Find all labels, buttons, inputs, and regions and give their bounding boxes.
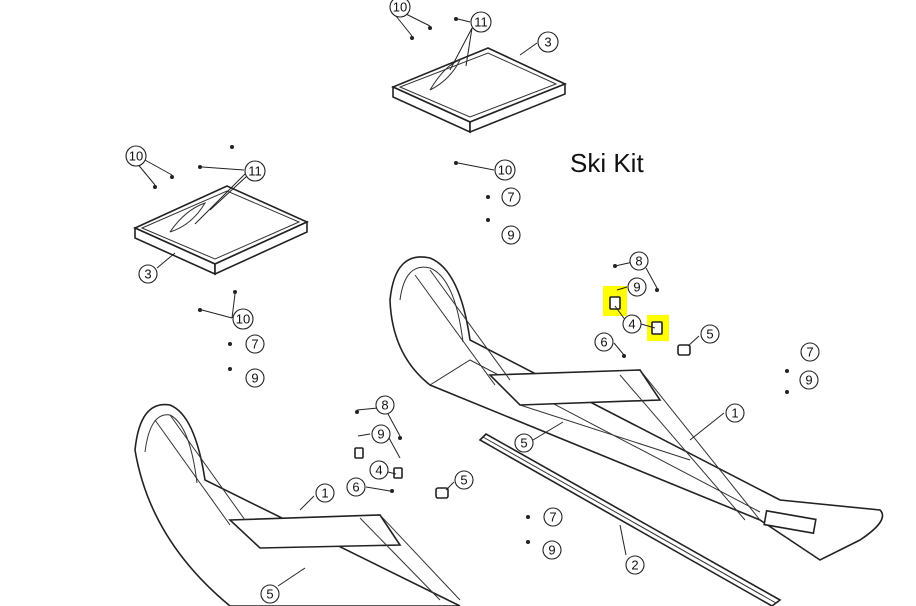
callout-9-right: 9 bbox=[627, 277, 647, 297]
callout-5-bottom: 5 bbox=[260, 584, 280, 604]
callout-5-mid: 5 bbox=[514, 433, 534, 453]
svg-text:7: 7 bbox=[507, 190, 514, 205]
callout-5-left: 5 bbox=[454, 470, 474, 490]
svg-text:9: 9 bbox=[507, 228, 514, 243]
svg-text:9: 9 bbox=[633, 280, 640, 295]
svg-text:8: 8 bbox=[635, 254, 642, 269]
svg-text:5: 5 bbox=[706, 327, 713, 342]
svg-text:10: 10 bbox=[236, 312, 250, 327]
plate-top-right bbox=[390, 47, 568, 134]
leader-lines bbox=[135, 13, 725, 587]
diagram-title: Ski Kit bbox=[570, 148, 644, 178]
svg-text:6: 6 bbox=[600, 335, 607, 350]
ski-right bbox=[389, 256, 884, 561]
callout-11-top: 11 bbox=[470, 11, 492, 33]
runner-bar bbox=[478, 433, 782, 606]
svg-text:10: 10 bbox=[393, 0, 407, 15]
callout-10-top-lower: 10 bbox=[494, 159, 516, 181]
svg-text:3: 3 bbox=[144, 267, 151, 282]
svg-text:2: 2 bbox=[631, 558, 638, 573]
callout-1-right: 1 bbox=[725, 403, 745, 423]
svg-text:1: 1 bbox=[731, 406, 738, 421]
svg-text:6: 6 bbox=[352, 480, 359, 495]
svg-text:5: 5 bbox=[266, 587, 273, 602]
svg-text:7: 7 bbox=[806, 345, 813, 360]
callout-9-left-ski: 9 bbox=[371, 424, 391, 444]
callout-3-left: 3 bbox=[138, 264, 158, 284]
callout-2: 2 bbox=[625, 555, 645, 575]
callout-8-left: 8 bbox=[375, 395, 395, 415]
callout-10-left: 10 bbox=[125, 145, 147, 167]
svg-text:1: 1 bbox=[321, 486, 328, 501]
callout-4-right: 4 bbox=[622, 314, 642, 334]
callout-5-right: 5 bbox=[700, 324, 720, 344]
svg-text:4: 4 bbox=[628, 317, 635, 332]
svg-text:7: 7 bbox=[251, 337, 258, 352]
svg-text:8: 8 bbox=[381, 398, 388, 413]
callout-9-left: 9 bbox=[245, 368, 265, 388]
callout-6-right: 6 bbox=[594, 332, 614, 352]
svg-text:7: 7 bbox=[549, 510, 556, 525]
svg-text:9: 9 bbox=[377, 427, 384, 442]
svg-text:3: 3 bbox=[544, 35, 551, 50]
svg-text:10: 10 bbox=[498, 163, 512, 178]
svg-text:5: 5 bbox=[460, 473, 467, 488]
callout-9-mid: 9 bbox=[542, 540, 562, 560]
callout-7-right: 7 bbox=[800, 342, 820, 362]
callout-7-left: 7 bbox=[245, 334, 265, 354]
svg-text:9: 9 bbox=[548, 543, 555, 558]
callout-7-top: 7 bbox=[501, 187, 521, 207]
callout-10-top: 10 bbox=[389, 0, 411, 18]
svg-text:11: 11 bbox=[248, 164, 262, 179]
svg-text:5: 5 bbox=[520, 436, 527, 451]
ski-left bbox=[134, 403, 461, 606]
callout-7-mid: 7 bbox=[543, 507, 563, 527]
callout-6-left: 6 bbox=[346, 477, 366, 497]
callout-1-left: 1 bbox=[315, 483, 335, 503]
callout-8-right: 8 bbox=[629, 251, 649, 271]
callout-10-left-lower: 10 bbox=[232, 308, 254, 330]
plate-top-left bbox=[133, 185, 309, 276]
hardware bbox=[153, 17, 789, 544]
callout-11-left: 11 bbox=[244, 160, 266, 182]
callout-3-top: 3 bbox=[537, 31, 559, 53]
callout-9-right-far: 9 bbox=[799, 370, 819, 390]
svg-text:10: 10 bbox=[129, 149, 143, 164]
svg-text:11: 11 bbox=[474, 15, 488, 30]
callout-9-top: 9 bbox=[501, 225, 521, 245]
svg-text:9: 9 bbox=[251, 371, 258, 386]
callout-4-left: 4 bbox=[369, 460, 389, 480]
svg-text:9: 9 bbox=[805, 373, 812, 388]
svg-text:4: 4 bbox=[375, 463, 382, 478]
